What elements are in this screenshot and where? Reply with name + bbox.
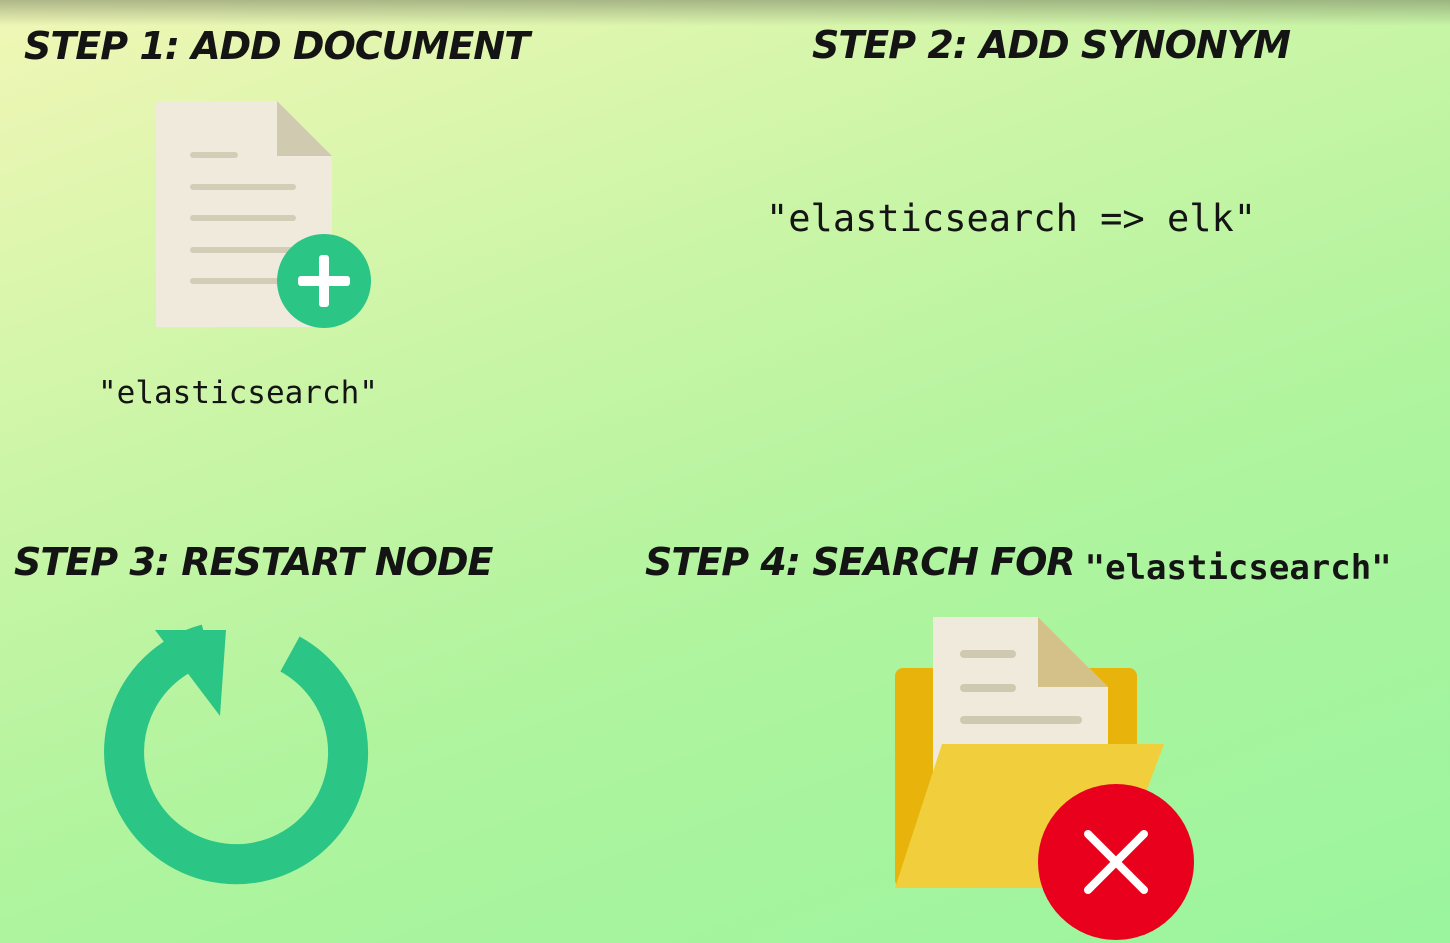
restart-icon xyxy=(104,624,369,885)
step-3-title: STEP 3: RESTART NODE xyxy=(14,540,493,584)
folder-not-found-icon xyxy=(895,617,1194,940)
step-2-title: STEP 2: ADD SYNONYM xyxy=(812,23,1291,67)
search-query: "elasticsearch" xyxy=(1084,548,1392,588)
synonym-rule: "elasticsearch => elk" xyxy=(766,197,1257,240)
error-badge-icon xyxy=(1038,784,1194,940)
step-4-title: STEP 4: SEARCH FOR"elasticsearch" xyxy=(645,540,1392,585)
plus-badge-icon xyxy=(277,234,371,328)
step-1-title: STEP 1: ADD DOCUMENT xyxy=(24,24,530,68)
step-4-label: STEP 4: SEARCH FOR xyxy=(645,540,1076,584)
top-shadow xyxy=(0,0,1450,26)
document-add-icon xyxy=(156,101,371,328)
document-term: "elasticsearch" xyxy=(98,375,378,411)
